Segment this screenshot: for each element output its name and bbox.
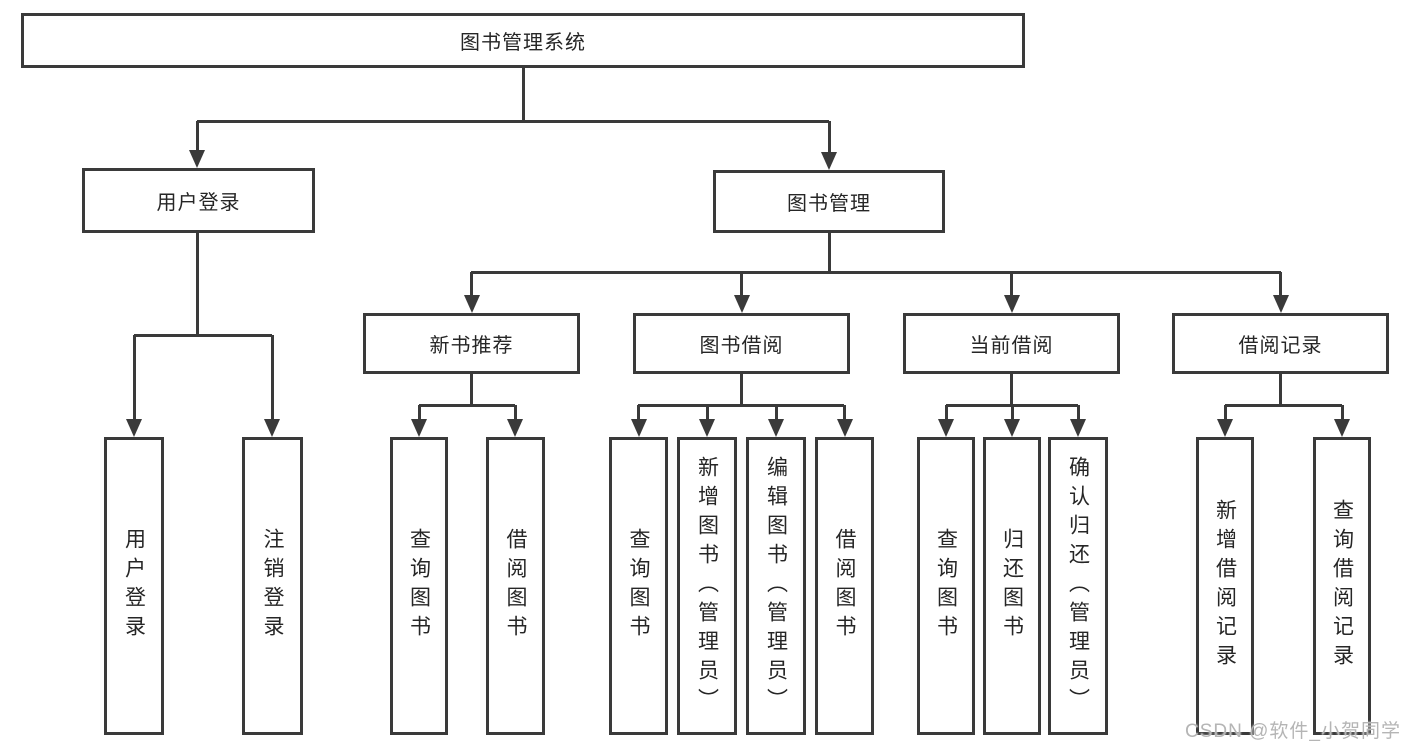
arrowhead-book-borrowing (733, 295, 750, 313)
leaf-bb-add-books-admin: 新增图书（管理员） (677, 437, 737, 735)
node-borrowing-records-label: 借阅记录 (1238, 335, 1323, 357)
leaf-br-query-record-label: 查询借阅记录 (1330, 499, 1354, 673)
connector-drop-nbr-query (417, 405, 421, 419)
arrowhead-borrowing-records (1272, 295, 1289, 313)
connector-book-borrowing-stub (740, 374, 743, 405)
csdn-watermark: CSDN @软件_小贺同学 (1185, 721, 1401, 742)
leaf-cb-return-books-label: 归还图书 (1000, 528, 1024, 644)
connector-root-stub (521, 68, 525, 121)
node-borrowing-records: 借阅记录 (1172, 313, 1389, 374)
leaf-bb-edit-books-admin: 编辑图书（管理员） (746, 437, 806, 735)
connector-drop-cb-return (1010, 405, 1014, 419)
leaf-br-query-record: 查询借阅记录 (1313, 437, 1371, 735)
connector-drop-cb-confirm (1076, 405, 1080, 419)
leaf-br-add-record: 新增借阅记录 (1196, 437, 1254, 735)
leaf-cb-confirm-return-admin: 确认归还（管理员） (1048, 437, 1108, 735)
leaf-bb-edit-books-admin-label: 编辑图书（管理员） (764, 455, 788, 717)
connector-drop-cb-query (944, 405, 948, 419)
leaf-nbr-query-books: 查询图书 (390, 437, 448, 735)
arrowhead-cb-confirm (1070, 419, 1086, 437)
arrowhead-book-management (821, 152, 837, 170)
arrowhead-cb-return (1004, 419, 1020, 437)
arrowhead-leaf-logout (264, 419, 280, 437)
arrowhead-cb-query (938, 419, 954, 437)
leaf-user-login-label: 用户登录 (122, 528, 146, 644)
arrowhead-bb-add (699, 419, 715, 437)
connector-drop-user-login (195, 121, 199, 150)
node-root-label: 图书管理系统 (460, 32, 586, 54)
leaf-logout: 注销登录 (242, 437, 303, 735)
connector-book-borrowing-bus (638, 403, 844, 407)
connector-current-borrowing-stub (1010, 374, 1013, 405)
connector-drop-bb-add (705, 405, 709, 419)
node-book-management: 图书管理 (713, 170, 945, 233)
connector-drop-leaf-login (132, 335, 136, 419)
leaf-bb-borrow-books: 借阅图书 (815, 437, 874, 735)
arrowhead-bb-query (630, 419, 647, 437)
leaf-nbr-borrow-books: 借阅图书 (486, 437, 545, 735)
leaf-bb-query-books-label: 查询图书 (627, 528, 650, 644)
node-new-book-recommend: 新书推荐 (363, 313, 580, 374)
connector-borrowing-records-bus (1225, 403, 1342, 407)
arrowhead-bb-edit (768, 419, 784, 437)
leaf-cb-return-books: 归还图书 (983, 437, 1041, 735)
connector-drop-current-borrowing (1010, 272, 1013, 295)
node-root: 图书管理系统 (21, 13, 1025, 68)
connector-new-book-recommend-bus (419, 403, 515, 407)
connector-drop-borrowing-records (1279, 272, 1282, 295)
connector-drop-bb-edit (774, 405, 778, 419)
connector-drop-leaf-logout (270, 335, 274, 419)
connector-new-book-recommend-stub (470, 374, 473, 405)
leaf-cb-query-books-label: 查询图书 (934, 528, 958, 644)
leaf-cb-query-books: 查询图书 (917, 437, 975, 735)
arrowhead-br-add (1217, 419, 1233, 437)
connector-drop-nbr-borrow (513, 405, 517, 419)
node-book-borrowing: 图书借阅 (633, 313, 850, 374)
arrowhead-nbr-borrow (507, 419, 523, 437)
arrowhead-leaf-login (126, 419, 142, 437)
connector-drop-bb-borrow (843, 405, 846, 419)
connector-drop-bb-query (637, 405, 640, 419)
leaf-br-add-record-label: 新增借阅记录 (1213, 499, 1237, 673)
leaf-nbr-query-books-label: 查询图书 (407, 528, 431, 644)
connector-book-management-stub (827, 233, 831, 272)
leaf-logout-label: 注销登录 (261, 528, 284, 644)
connector-level2-bus (197, 119, 829, 123)
connector-drop-br-query (1340, 405, 1344, 419)
node-new-book-recommend-label: 新书推荐 (429, 335, 514, 357)
node-book-borrowing-label: 图书借阅 (699, 335, 784, 357)
connector-borrowing-records-stub (1279, 374, 1282, 405)
connector-drop-br-add (1223, 405, 1227, 419)
leaf-bb-borrow-books-label: 借阅图书 (833, 528, 856, 644)
connector-drop-new-book-recommend (470, 272, 473, 295)
leaf-bb-add-books-admin-label: 新增图书（管理员） (695, 455, 719, 717)
node-current-borrowing-label: 当前借阅 (969, 335, 1054, 357)
leaf-cb-confirm-return-admin-label: 确认归还（管理员） (1066, 455, 1090, 717)
node-current-borrowing: 当前借阅 (903, 313, 1120, 374)
connector-drop-book-borrowing (740, 272, 743, 295)
node-user-login: 用户登录 (82, 168, 315, 233)
leaf-user-login: 用户登录 (104, 437, 164, 735)
connector-level3-bus (471, 270, 1281, 274)
arrowhead-user-login (189, 150, 205, 168)
connector-user-login-bus (134, 333, 272, 337)
node-book-management-label: 图书管理 (787, 193, 871, 215)
arrowhead-new-book-recommend (463, 295, 480, 313)
leaf-nbr-borrow-books-label: 借阅图书 (504, 528, 527, 644)
arrowhead-nbr-query (411, 419, 427, 437)
arrowhead-current-borrowing (1003, 295, 1020, 313)
node-user-login-label: 用户登录 (156, 192, 241, 214)
arrowhead-bb-borrow (836, 419, 853, 437)
arrowhead-br-query (1334, 419, 1350, 437)
leaf-bb-query-books: 查询图书 (609, 437, 668, 735)
connector-drop-book-management (827, 121, 831, 152)
connector-user-login-stub (195, 233, 199, 335)
